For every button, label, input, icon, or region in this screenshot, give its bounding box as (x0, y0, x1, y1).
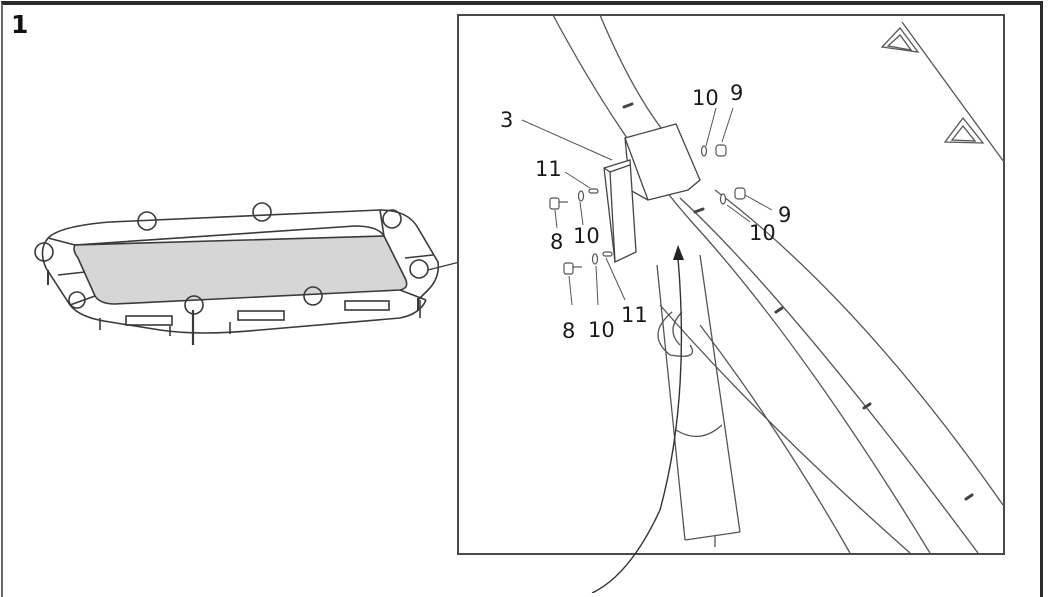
label-nut-9-top: 9 (730, 81, 743, 105)
trampoline-overview (34, 202, 516, 345)
label-spacer-11-top: 11 (535, 157, 562, 181)
label-washer-10-right-top: 10 (692, 86, 719, 110)
label-washer-10-left-bottom: 10 (588, 318, 615, 342)
label-bolt-8-bottom: 8 (562, 319, 575, 343)
label-bracket-3: 3 (500, 108, 513, 132)
detail-callout: 3 11 8 10 8 10 11 10 9 10 9 (457, 14, 1005, 593)
label-washer-10-left-top: 10 (573, 224, 600, 248)
step-number: 1 (11, 10, 29, 39)
label-spacer-11-bottom: 11 (621, 303, 648, 327)
part-labels: 3 11 8 10 8 10 11 10 9 10 9 (500, 81, 791, 343)
label-nut-9-mid: 9 (778, 203, 791, 227)
arrow-marker-icon (673, 245, 684, 260)
label-washer-10-right-mid: 10 (749, 221, 776, 245)
label-bolt-8-top: 8 (550, 230, 563, 254)
